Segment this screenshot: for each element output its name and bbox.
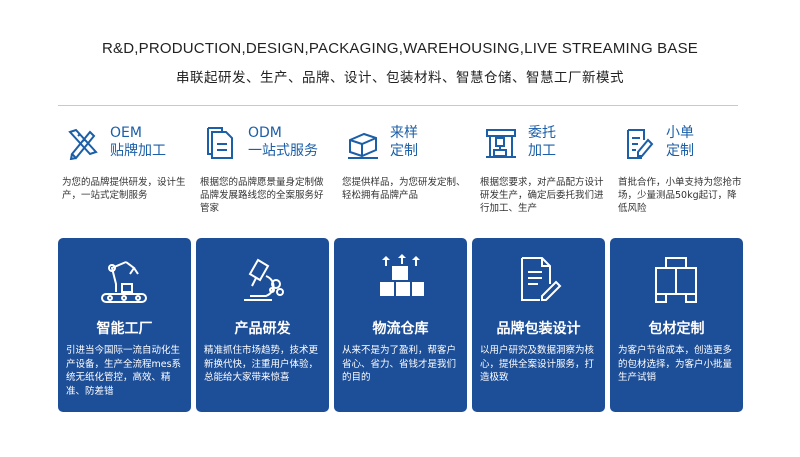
header-english: R&D,PRODUCTION,DESIGN,PACKAGING,WAREHOUS…: [101, 40, 699, 57]
document-icon: [204, 126, 238, 160]
pencil-ruler-icon: [66, 126, 100, 161]
package-box-icon: [650, 254, 702, 306]
card-product-rd: 产品研发 精准抓住市场趋势，技术更新换代快，注重用户体验，总能给大家带来惊喜: [196, 238, 329, 412]
service-desc: 首批合作，小单支持为您抢市场，少量测品50kg起订，降低风险: [618, 177, 742, 214]
microscope-icon: [236, 254, 288, 306]
card-desc: 为客户节省成本，创造更多的包材选择，为客户小批量生产试销: [618, 345, 733, 383]
service-desc: 根据您的品牌愿景量身定制做品牌发展路线您的全案服务好管家: [200, 177, 324, 214]
boxes-icon: [374, 254, 426, 306]
card-title: 产品研发: [234, 321, 291, 337]
card-desc: 引进当今国际一流自动化生产设备，生产全流程mes系统无纸化管控，高效、精准、防差…: [66, 345, 182, 397]
service-small-order: 小单定制 首批合作，小单支持为您抢市场，少量测品50kg起订，降低风险: [614, 118, 752, 228]
card-title: 包材定制: [648, 321, 705, 337]
card-desc: 从来不是为了盈利，帮客户省心、省力、省钱才是我们的目的: [342, 345, 457, 383]
service-title: 小单定制: [666, 125, 694, 159]
card-smart-factory: 智能工厂 引进当今国际一流自动化生产设备，生产全流程mes系统无纸化管控，高效、…: [58, 238, 191, 412]
service-desc: 根据您要求，对产品配方设计研发生产，确定后委托我们进行加工、生产: [480, 177, 604, 214]
service-title: 委托加工: [528, 125, 556, 159]
machine-icon: [484, 126, 518, 160]
service-desc: 您提供样品，为您研发定制、轻松拥有品牌产品: [342, 177, 466, 201]
card-title: 智能工厂: [96, 321, 153, 337]
robot-arm-icon: [98, 254, 150, 306]
card-packaging-custom: 包材定制 为客户节省成本，创造更多的包材选择，为客户小批量生产试销: [610, 238, 743, 412]
service-sample: 来样定制 您提供样品，为您研发定制、轻松拥有品牌产品: [338, 118, 476, 228]
card-logistics: 物流仓库 从来不是为了盈利，帮客户省心、省力、省钱才是我们的目的: [334, 238, 467, 412]
clipboard-edit-icon: [622, 126, 656, 160]
card-desc: 精准抓住市场趋势，技术更新换代快，注重用户体验，总能给大家带来惊喜: [204, 345, 319, 383]
card-title: 品牌包装设计: [496, 321, 581, 337]
service-title: 来样定制: [390, 125, 418, 159]
card-title: 物流仓库: [372, 321, 429, 337]
divider: [58, 105, 738, 106]
header-chinese: 串联起研发、生产、品牌、设计、包装材料、智慧仓储、智慧工厂新模式: [176, 70, 624, 86]
card-desc: 以用户研究及数据洞察为核心，提供全案设计服务，打造极致: [480, 345, 595, 383]
service-desc: 为您的品牌提供研发，设计生产，一站式定制服务: [62, 177, 186, 201]
feature-cards: 智能工厂 引进当今国际一流自动化生产设备，生产全流程mes系统无纸化管控，高效、…: [58, 238, 746, 412]
box-sample-icon: [346, 126, 380, 160]
document-pen-icon: [512, 254, 564, 306]
service-entrust: 委托加工 根据您要求，对产品配方设计研发生产，确定后委托我们进行加工、生产: [476, 118, 614, 228]
card-brand-packaging: 品牌包装设计 以用户研究及数据洞察为核心，提供全案设计服务，打造极致: [472, 238, 605, 412]
